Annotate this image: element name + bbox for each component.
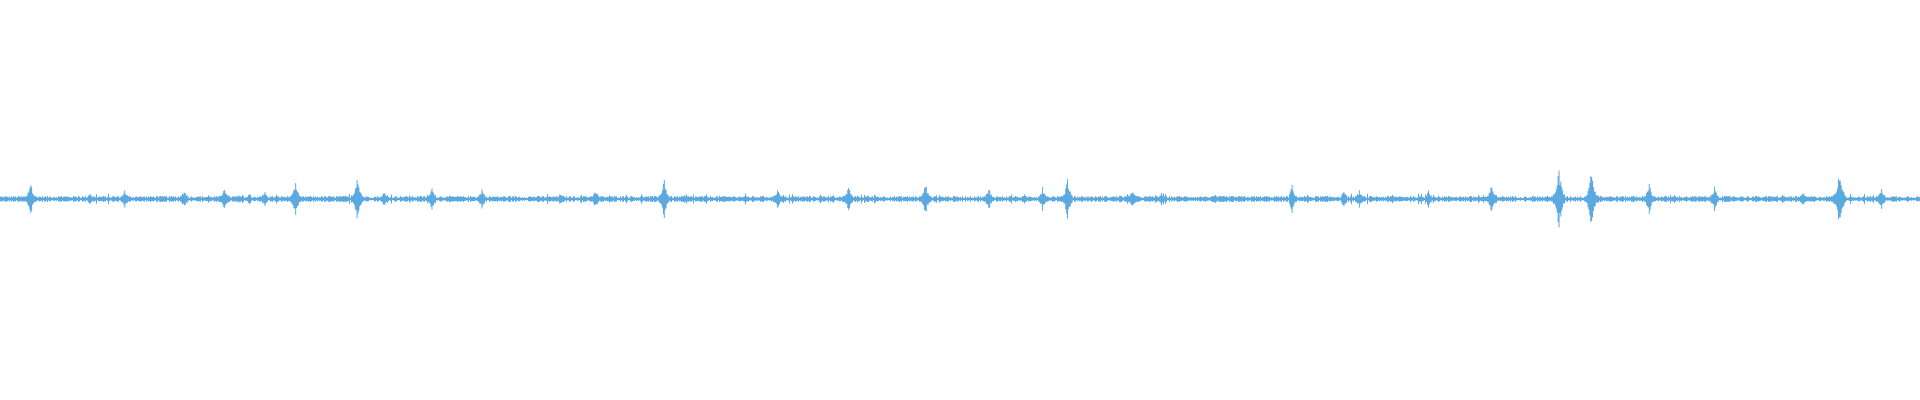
waveform-transient bbox=[1340, 192, 1348, 206]
waveform-transient bbox=[658, 180, 672, 218]
waveform-transient bbox=[1425, 190, 1432, 208]
waveform-transient bbox=[920, 186, 932, 212]
waveform-transient bbox=[220, 190, 229, 208]
waveform-transient bbox=[1486, 187, 1497, 211]
waveform-transient bbox=[262, 192, 268, 206]
waveform-transient bbox=[1038, 187, 1047, 211]
waveform-transient bbox=[1710, 186, 1719, 212]
waveform-transient bbox=[351, 179, 364, 219]
waveform-transient bbox=[1356, 190, 1363, 208]
waveform-transient bbox=[478, 189, 486, 209]
waveform-transient bbox=[1644, 183, 1655, 215]
waveform-transient bbox=[1552, 170, 1565, 228]
waveform-transient bbox=[773, 190, 782, 208]
waveform-transient bbox=[1062, 179, 1073, 219]
waveform-transient bbox=[1583, 176, 1599, 222]
waveform-transient bbox=[290, 183, 301, 215]
waveform-transient bbox=[1831, 178, 1847, 220]
waveform-transient bbox=[591, 192, 600, 206]
waveform-transient bbox=[843, 187, 853, 211]
waveform-transient bbox=[1128, 192, 1137, 206]
waveform-transient bbox=[985, 189, 994, 209]
waveform-transient bbox=[380, 193, 389, 205]
waveform-transient bbox=[427, 188, 437, 210]
waveform-transient bbox=[1158, 192, 1165, 206]
waveform-transient bbox=[1288, 185, 1298, 213]
waveform-transient bbox=[180, 192, 188, 206]
waveform-transient bbox=[87, 194, 93, 204]
waveform-transient bbox=[1800, 193, 1806, 205]
waveform-transient bbox=[558, 194, 563, 204]
waveform-transient bbox=[1877, 189, 1886, 209]
waveform-transient bbox=[121, 190, 129, 208]
waveform-transient bbox=[24, 185, 37, 213]
